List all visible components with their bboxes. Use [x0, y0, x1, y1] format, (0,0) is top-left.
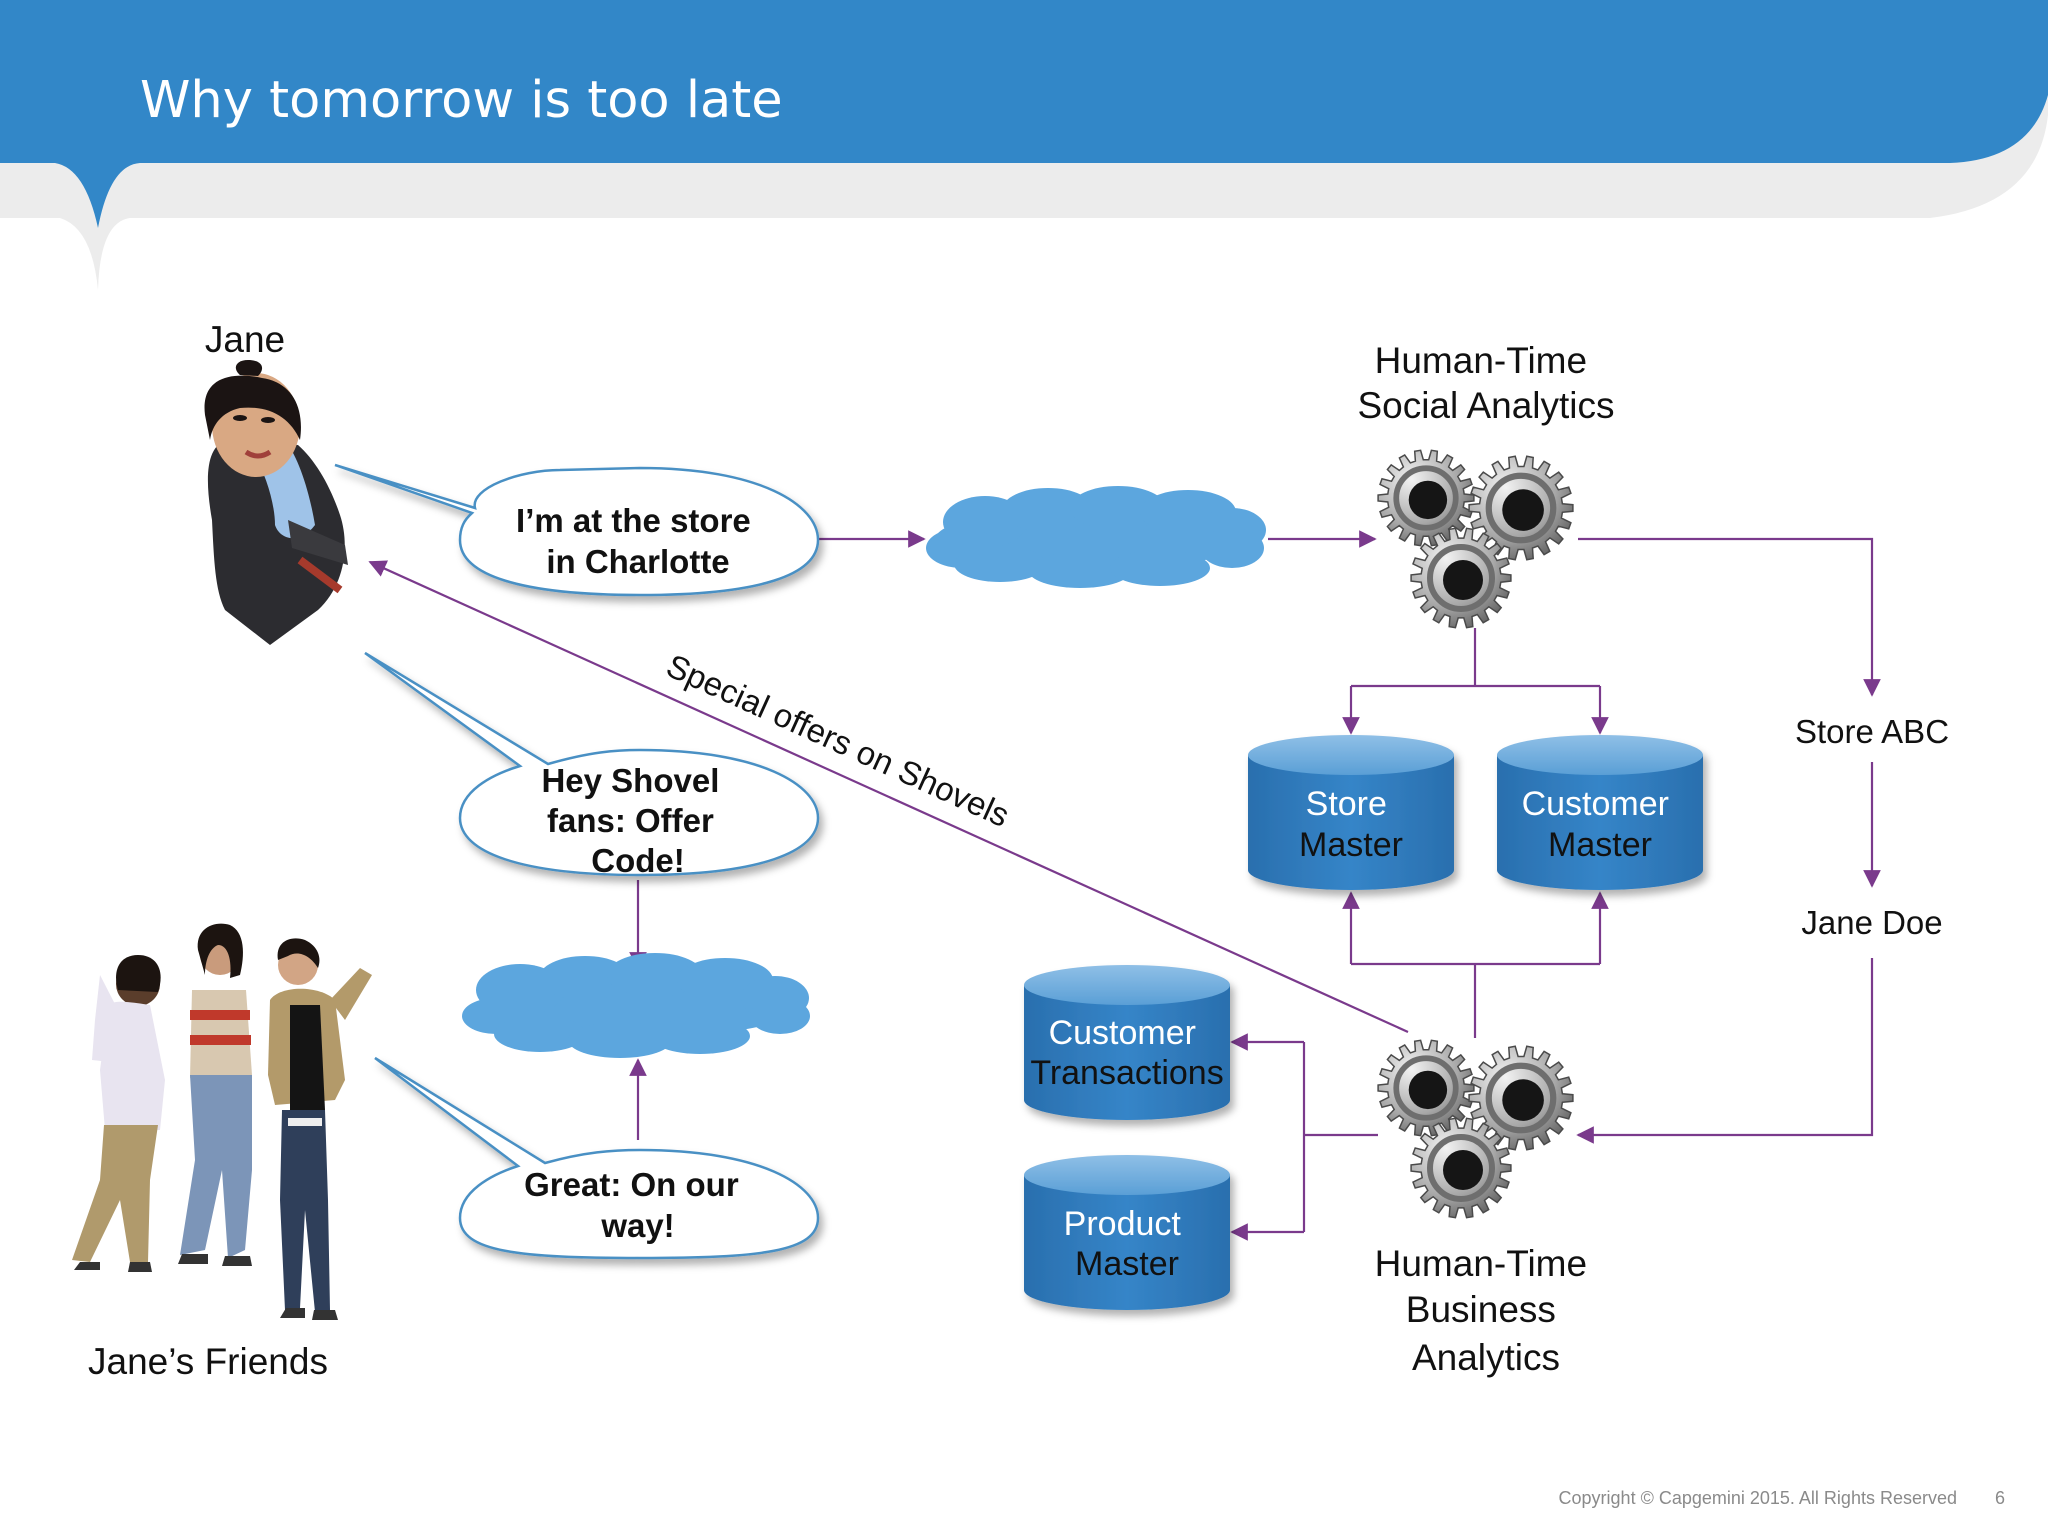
- bubble-reply-line-1: Great: On our: [524, 1166, 739, 1203]
- bubble-offer: Hey Shovel fans: Offer Code!: [364, 651, 820, 879]
- social-analytics-label: Human-Time Social Analytics: [1357, 340, 1614, 426]
- bubble-store: I’m at the store in Charlotte: [334, 463, 820, 597]
- jane-photo: [204, 360, 348, 645]
- header-band: Why tomorrow is too late: [0, 0, 2048, 290]
- business-analytics-line-1: Human-Time: [1375, 1243, 1587, 1284]
- db-customer-master: [1497, 735, 1703, 890]
- db-store-master-line-1: Store: [1306, 785, 1387, 823]
- social-analytics-line-2: Social Analytics: [1357, 385, 1614, 426]
- arrow-jane-doe-to-business-gears: [1576, 958, 1874, 1144]
- friends-label: Jane’s Friends: [88, 1341, 328, 1382]
- db-customer-transactions-line-2: Transactions: [1030, 1054, 1223, 1092]
- svg-text:Great: On our way!: Great: On our way!: [524, 1166, 748, 1244]
- friends-photo: [72, 923, 372, 1320]
- bubble-reply-line-2: way!: [600, 1207, 674, 1244]
- db-product-master-label: Product Master: [1064, 1205, 1191, 1283]
- arrow-special-offers-to-jane: [368, 560, 1409, 1034]
- db-customer-transactions-label: Customer Transactions: [1030, 1014, 1223, 1092]
- db-store-master-label: Store Master: [1299, 785, 1403, 864]
- business-analytics-gears-icon: [1377, 1039, 1574, 1219]
- db-product-master: [1024, 1155, 1230, 1310]
- connector-business-up: [1351, 962, 1600, 1038]
- bubble-store-line-2: in Charlotte: [546, 543, 729, 580]
- db-customer-transactions-line-1: Customer: [1049, 1014, 1196, 1052]
- social-analytics-gears-icon: [1377, 449, 1574, 629]
- footer-copyright: Copyright © Capgemini 2015. All Rights R…: [1559, 1488, 1957, 1508]
- social-analytics-line-1: Human-Time: [1375, 340, 1587, 381]
- slide-title: Why tomorrow is too late: [140, 71, 783, 130]
- connector-social-split: [1351, 628, 1600, 688]
- jane-label: Jane: [205, 319, 285, 360]
- db-customer-transactions: [1024, 965, 1230, 1120]
- db-product-master-line-1: Product: [1064, 1205, 1182, 1243]
- cloud-top: [926, 486, 1266, 588]
- db-product-master-line-2: Master: [1075, 1245, 1179, 1283]
- bubble-offer-line-3: Code!: [591, 842, 685, 879]
- page-number: 6: [1995, 1488, 2005, 1508]
- db-customer-master-line-2: Master: [1548, 826, 1652, 864]
- db-customer-master-line-1: Customer: [1522, 785, 1669, 823]
- bubble-offer-line-1: Hey Shovel: [541, 762, 719, 799]
- svg-text:Hey Shovel fans: Offer: Hey Shovel fans: Offer Code!: [541, 762, 728, 879]
- cloud-bottom: [462, 953, 810, 1058]
- store-abc-label: Store ABC: [1795, 713, 1949, 750]
- business-analytics-line-3: Analytics: [1412, 1337, 1560, 1378]
- connector-business-left: [1302, 1042, 1378, 1232]
- flow-connectors: [368, 530, 1881, 1241]
- jane-doe-label: Jane Doe: [1801, 904, 1942, 941]
- bubble-offer-line-2: fans: Offer: [547, 802, 714, 839]
- db-customer-master-label: Customer Master: [1522, 785, 1679, 864]
- arrow-gears-to-store-abc: [1578, 537, 1881, 697]
- db-store-master-line-2: Master: [1299, 826, 1403, 864]
- business-analytics-line-2: Business: [1406, 1289, 1556, 1330]
- bubble-store-line-1: I’m at the store: [516, 502, 751, 539]
- db-store-master: [1248, 735, 1454, 890]
- business-analytics-label: Human-Time Business Analytics: [1375, 1243, 1598, 1378]
- svg-text:I’m at the store in Char: I’m at the store in Charlotte: [516, 502, 760, 580]
- bubble-reply: Great: On our way!: [374, 1056, 820, 1260]
